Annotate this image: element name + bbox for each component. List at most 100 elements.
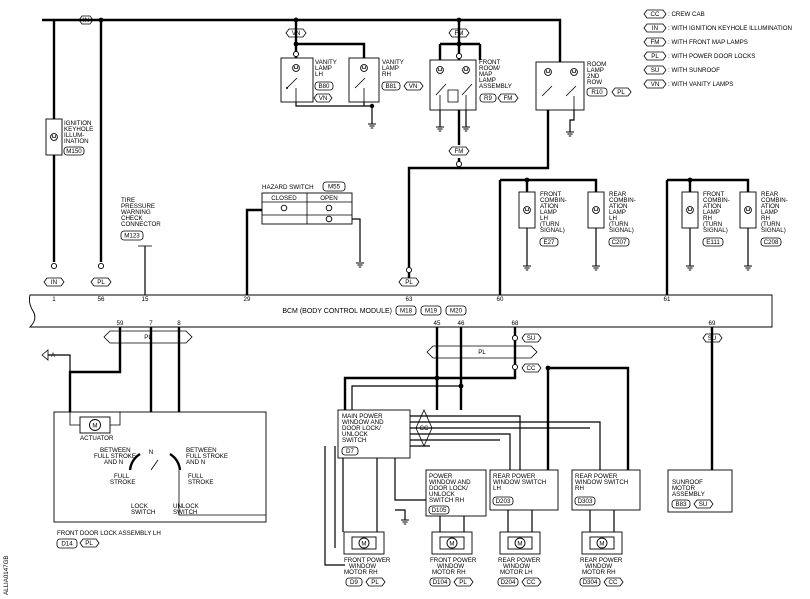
legend-item-pl: PL : WITH POWER DOOR LOCKS	[643, 51, 755, 61]
svg-text:WINDOW AND: WINDOW AND	[342, 419, 384, 426]
tag-vn: VN	[292, 30, 301, 37]
svg-text:DOOR LOCK/: DOOR LOCK/	[429, 485, 468, 492]
svg-text:LAMP: LAMP	[587, 67, 604, 74]
connector-code: R10	[591, 89, 603, 96]
legend-item-cc: CC : CREW CAB	[643, 9, 705, 19]
connector-code: R9	[484, 95, 492, 102]
svg-text:MAIN POWER: MAIN POWER	[342, 413, 383, 420]
main-power-window-switch: MAIN POWER WINDOW AND DOOR LOCK/ UNLOCK …	[337, 409, 411, 459]
svg-text:CC: CC	[420, 425, 429, 432]
svg-text:SIGNAL): SIGNAL)	[609, 227, 634, 234]
legend-desc: : WITH SUNROOF	[668, 67, 720, 74]
svg-text:PL: PL	[459, 579, 467, 586]
connector-code: M123	[124, 233, 140, 240]
connector-code: C207	[612, 239, 627, 246]
svg-text:(TURN: (TURN	[609, 221, 628, 228]
svg-text:ASSEMBLY: ASSEMBLY	[672, 491, 705, 498]
connector-code: D303	[578, 498, 593, 505]
connector-code: C208	[764, 239, 779, 246]
connector-code: B83	[675, 501, 687, 508]
rear-power-window-switch-lh: REAR POWER WINDOW SWITCH LH D203	[489, 469, 559, 511]
bcm-pin: 46	[458, 320, 465, 327]
connector-code: B81	[385, 83, 397, 90]
connector-code: M19	[425, 308, 438, 315]
svg-text:SIGNAL): SIGNAL)	[761, 227, 786, 234]
svg-text:WARNING: WARNING	[121, 209, 151, 216]
connector-code: M55	[328, 184, 341, 191]
svg-text:CC: CC	[527, 579, 536, 586]
connector-code: D104	[433, 579, 448, 586]
svg-text:SIGNAL): SIGNAL)	[540, 227, 565, 234]
svg-text:HAZARD SWITCH: HAZARD SWITCH	[262, 184, 314, 191]
svg-text:FRONT DOOR LOCK ASSEMBLY LH: FRONT DOOR LOCK ASSEMBLY LH	[57, 530, 161, 537]
top-wiring	[42, 17, 750, 295]
tire-pressure-connector: TIRE PRESSURE WARNING CHECK CONNECTOR M1…	[120, 197, 161, 247]
svg-text:ROW: ROW	[587, 79, 602, 86]
legend-item-vn: VN : WITH VANITY LAMPS	[643, 79, 733, 89]
svg-text:ATION: ATION	[703, 203, 721, 210]
svg-text:PL: PL	[371, 579, 379, 586]
svg-text:WINDOW: WINDOW	[585, 563, 612, 570]
svg-text:WINDOW SWITCH: WINDOW SWITCH	[493, 479, 546, 486]
connector-code: M150	[66, 148, 82, 155]
svg-text:FULL STROKE: FULL STROKE	[186, 453, 228, 460]
bcm-pin: 60	[497, 296, 504, 303]
svg-text:IGNITION: IGNITION	[64, 120, 92, 127]
svg-text:VANITY: VANITY	[315, 59, 337, 66]
front-combination-lamp-rh: FRONT COMBIN- ATION LAMP RH (TURN SIGNAL…	[681, 191, 730, 271]
bcm-pin: 15	[142, 296, 149, 303]
bcm-pin: 69	[709, 320, 716, 327]
svg-text:LH: LH	[493, 485, 501, 492]
connector-code: D9	[350, 579, 358, 586]
svg-text:LAMP: LAMP	[382, 65, 399, 72]
svg-text:CONNECTOR: CONNECTOR	[121, 221, 161, 228]
svg-text:UNLOCK: UNLOCK	[429, 491, 456, 498]
svg-text:INATION: INATION	[64, 138, 89, 145]
svg-text:WINDOW AND: WINDOW AND	[429, 479, 471, 486]
figure-code: ALLIA0147GB	[3, 555, 10, 595]
svg-text:LOCK: LOCK	[131, 503, 149, 510]
bcm-pin: 29	[244, 296, 251, 303]
svg-text:PL: PL	[617, 89, 625, 96]
svg-text:M: M	[599, 540, 604, 547]
bcm-pin: 68	[512, 320, 519, 327]
bcm-pin: 63	[406, 296, 413, 303]
rear-combination-lamp-lh: REAR COMBIN- ATION LAMP LH (TURN SIGNAL)…	[587, 191, 636, 271]
front-power-window-motor-rh-d9: M FRONT POWER WINDOW MOTOR RH D9 PL	[343, 531, 391, 587]
legend-item-fm: FM : WITH FRONT MAP LAMPS	[643, 37, 748, 47]
svg-text:FULL: FULL	[188, 473, 204, 480]
svg-text:COMBIN-: COMBIN-	[609, 197, 636, 204]
svg-text:ILLUM-: ILLUM-	[64, 132, 84, 139]
svg-text:SU: SU	[699, 501, 708, 508]
legend-code: SU	[651, 67, 660, 74]
legend-code: PL	[651, 53, 659, 60]
svg-text:LAMP: LAMP	[315, 65, 332, 72]
connector-code: B80	[318, 83, 330, 90]
svg-text:CC: CC	[527, 365, 536, 372]
svg-text:WINDOW: WINDOW	[349, 563, 376, 570]
svg-text:FRONT POWER: FRONT POWER	[344, 557, 391, 564]
svg-text:REAR POWER: REAR POWER	[580, 557, 623, 564]
svg-text:REAR: REAR	[761, 191, 779, 198]
svg-text:COMBIN-: COMBIN-	[761, 197, 788, 204]
rear-power-window-motor-lh: M REAR POWER WINDOW MOTOR LH D204 CC	[497, 510, 542, 587]
svg-text:ROOM/: ROOM/	[479, 65, 500, 72]
svg-text:LAMP: LAMP	[703, 209, 720, 216]
svg-text:DOOR LOCK/: DOOR LOCK/	[342, 425, 381, 432]
svg-text:FULL: FULL	[114, 473, 130, 480]
svg-text:SWITCH: SWITCH	[342, 437, 366, 444]
vanity-lamp-lh: VANITY LAMP LH B80 VN	[280, 57, 373, 124]
svg-text:2ND: 2ND	[587, 73, 600, 80]
svg-text:ATION: ATION	[761, 203, 779, 210]
sunroof-motor-assembly: SUNROOF MOTOR ASSEMBLY B83 SU	[667, 469, 733, 513]
bcm-label: BCM (BODY CONTROL MODULE)	[282, 308, 392, 315]
svg-text:SWITCH: SWITCH	[131, 509, 155, 516]
legend-code: IN	[652, 25, 658, 32]
hazard-switch: HAZARD SWITCH M55 CLOSED OPEN	[261, 181, 365, 268]
svg-text:N: N	[149, 449, 153, 456]
svg-text:RH: RH	[575, 485, 584, 492]
svg-text:VN: VN	[409, 83, 418, 90]
legend: CC : CREW CAB IN : WITH IGNITION KEYHOLE…	[643, 9, 792, 89]
svg-text:LH: LH	[315, 71, 323, 78]
legend-item-su: SU : WITH SUNROOF	[643, 65, 720, 75]
